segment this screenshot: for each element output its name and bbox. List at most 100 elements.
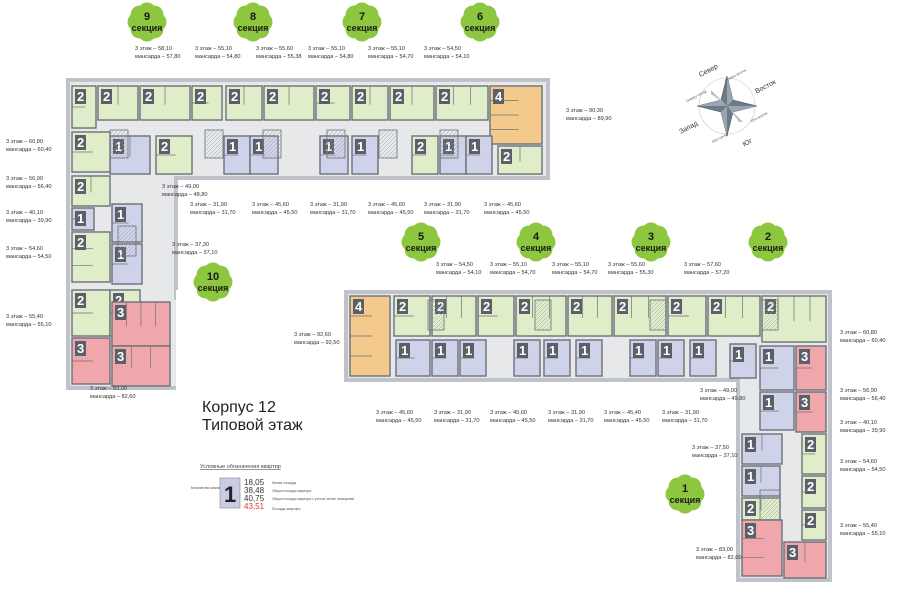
- apartment: 1: [741, 433, 783, 465]
- room-count-tag: [143, 89, 154, 104]
- area-label-floor3: 3 этаж – 40,10: [6, 210, 43, 216]
- badge-core: [465, 7, 495, 37]
- room-count-tag: [439, 89, 450, 104]
- apartment: 1: [575, 339, 603, 377]
- room-count: 2: [77, 293, 84, 308]
- compass-rose: Север Восток Юг Запад Северо-восток Юго-…: [678, 63, 778, 148]
- area-label-attic: мансарда – 49,80: [700, 396, 746, 402]
- badge-core: [636, 227, 666, 257]
- room-count-tag: [547, 343, 558, 358]
- apartment: 2: [497, 145, 543, 175]
- apartment: 2: [263, 85, 315, 121]
- area-label-floor3: 3 этаж – 54,60: [840, 459, 877, 465]
- apartment: 2: [393, 295, 431, 337]
- area-label-attic: мансарда – 31,70: [424, 210, 470, 216]
- badge-word: секция: [132, 23, 163, 33]
- staircase: [262, 129, 282, 159]
- area-label-floor3: 3 этаж – 45,60: [490, 410, 527, 416]
- room-count-tag: [671, 299, 682, 314]
- room-count: 1: [765, 395, 772, 410]
- apartment: 1: [431, 339, 459, 377]
- room-count: 1: [519, 343, 526, 358]
- area-label-attic: мансарда – 31,70: [662, 418, 708, 424]
- room-count-tag: [75, 179, 86, 194]
- badge-number: 10: [207, 271, 219, 283]
- room-count: 2: [619, 299, 626, 314]
- area-label-floor3: 3 этаж – 45,60: [368, 202, 405, 208]
- apartment: 2: [225, 85, 263, 121]
- apartment: 1: [513, 339, 541, 377]
- apartment: 2: [801, 433, 827, 475]
- area-label-floor3: 3 этаж – 83,00: [90, 386, 127, 392]
- room-count: 2: [357, 89, 364, 104]
- apartment: 1: [689, 339, 717, 377]
- area-label-attic: мансарда – 31,70: [548, 418, 594, 424]
- apartment: 2: [389, 85, 435, 121]
- gap: [176, 290, 296, 400]
- area-label-attic: мансарда – 55,30: [608, 270, 654, 276]
- room-count-tag: [745, 501, 756, 516]
- area-label-floor3: 3 этаж – 90,30: [566, 108, 603, 114]
- room-count-tag: [159, 139, 170, 154]
- compass-north: Север: [698, 63, 719, 79]
- apartment: 1: [465, 135, 493, 175]
- apartment: 1: [741, 465, 781, 497]
- area-label-attic: мансарда – 54,80: [308, 54, 354, 60]
- apartment: 3: [71, 337, 111, 385]
- area-label-floor3: 3 этаж – 31,90: [548, 410, 585, 416]
- room-count-tag: [75, 211, 86, 226]
- legend-value-1: 18,05: [244, 478, 265, 487]
- room-count-tag: [617, 299, 628, 314]
- apartment: 1: [543, 339, 571, 377]
- apartment: 3: [111, 301, 171, 347]
- badge-core: [753, 227, 783, 257]
- room-count-tag: [415, 139, 426, 154]
- apartment: 1: [459, 339, 487, 377]
- area-label-attic: мансарда – 37,10: [692, 453, 738, 459]
- area-label-attic: мансарда – 89,90: [566, 116, 612, 122]
- area-label-floor3: 3 этаж – 45,60: [484, 202, 521, 208]
- area-label-attic: мансарда – 57,20: [684, 270, 730, 276]
- building-lower: 42222222221111111111133122211233: [344, 290, 832, 582]
- apartment: 2: [71, 85, 97, 129]
- room-count-tag: [399, 343, 410, 358]
- area-label-floor3: 3 этаж – 92,60: [294, 332, 331, 338]
- apartment: 2: [801, 509, 827, 541]
- area-label-floor3: 3 этаж – 55,10: [552, 262, 589, 268]
- room-count: 2: [417, 139, 424, 154]
- area-label-attic: мансарда – 31,70: [434, 418, 480, 424]
- plan-title-line2: Типовой этаж: [202, 417, 303, 434]
- legend-rooms: 1: [224, 482, 236, 507]
- section-badges: 9секция8секция7секция6секция5секция4секц…: [127, 2, 788, 514]
- apartment: 1: [223, 135, 251, 175]
- area-label-attic: мансарда – 45,50: [604, 418, 650, 424]
- area-label-attic: мансарда – 55,38: [256, 54, 302, 60]
- room-count-tag: [393, 89, 404, 104]
- room-count: 2: [483, 299, 490, 314]
- area-label-attic: мансарда – 31,70: [190, 210, 236, 216]
- room-count-tag: [763, 395, 774, 410]
- area-label-floor3: 3 этаж – 60,80: [840, 330, 877, 336]
- room-count: 2: [713, 299, 720, 314]
- area-label-attic: мансарда – 56,40: [6, 184, 52, 190]
- area-label-attic: мансарда – 82,60: [696, 555, 742, 561]
- area-label-attic: мансарда – 54,80: [195, 54, 241, 60]
- area-label-attic: мансарда – 56,40: [840, 396, 886, 402]
- room-count: 2: [673, 299, 680, 314]
- apartment: 2: [667, 295, 707, 337]
- room-count: 2: [115, 293, 122, 308]
- legend-caption-2: Общая площадь квартиры: [272, 489, 312, 493]
- legend-value-3: 40,75: [244, 494, 265, 503]
- area-label-attic: мансарда – 37,10: [172, 250, 218, 256]
- badge-core: [347, 7, 377, 37]
- staircase: [117, 225, 137, 257]
- legend-title: Условные обозначения квартир: [200, 464, 281, 470]
- room-count-tag: [745, 523, 756, 538]
- room-count-tag: [805, 479, 816, 494]
- room-count-tag: [469, 139, 480, 154]
